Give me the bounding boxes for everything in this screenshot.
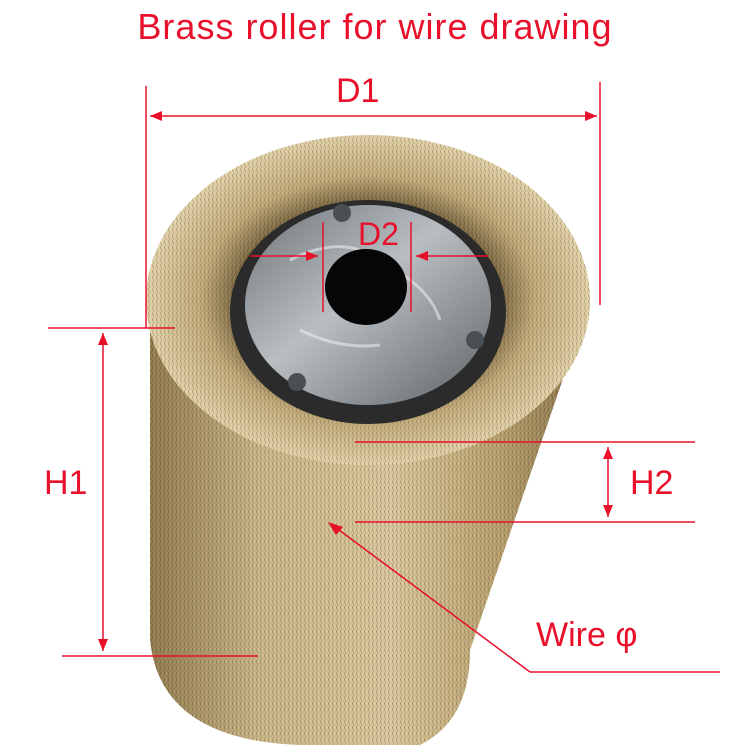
label-d2: D2 xyxy=(358,216,399,252)
center-bore xyxy=(325,249,407,325)
label-h2: H2 xyxy=(630,464,674,502)
label-h1: H1 xyxy=(44,464,88,502)
label-wire: Wire φ xyxy=(536,616,638,654)
label-d1: D1 xyxy=(336,72,380,110)
figure-title: Brass roller for wire drawing xyxy=(137,6,613,47)
arrowheads xyxy=(98,111,613,651)
